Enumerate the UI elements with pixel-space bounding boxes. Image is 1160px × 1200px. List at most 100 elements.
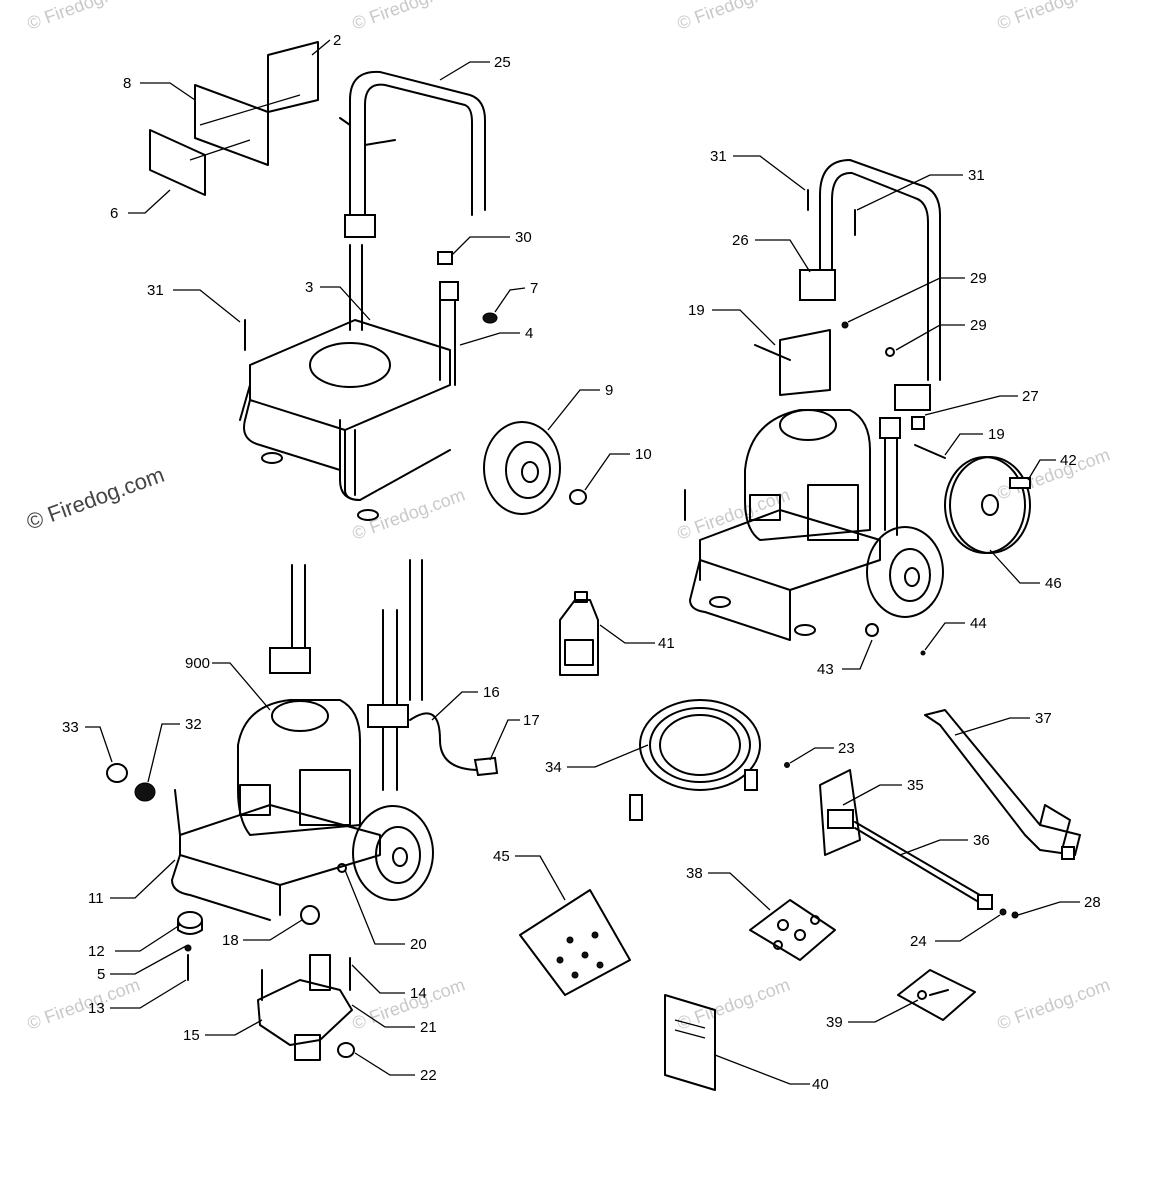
callout-25: 25	[494, 54, 511, 71]
spray-gun-37	[924, 709, 1081, 856]
bolt-19a	[754, 344, 791, 361]
connector-17	[473, 756, 499, 777]
callout-46: 46	[1045, 575, 1062, 592]
callout-7: 7	[530, 280, 538, 297]
callout-13: 13	[88, 1000, 105, 1017]
manual-40	[664, 994, 716, 1091]
callout-30: 30	[515, 229, 532, 246]
callout-27: 27	[1022, 388, 1039, 405]
bracket-26	[799, 269, 836, 301]
callout-15: 15	[183, 1027, 200, 1044]
hose-16	[409, 712, 481, 771]
callout-42: 42	[1060, 452, 1077, 469]
callout-24: 24	[910, 933, 927, 950]
handle-right	[819, 159, 941, 381]
watermark-mid-2: © Firedog.com	[675, 484, 793, 543]
part-7	[482, 312, 498, 324]
callout-28: 28	[1084, 894, 1101, 911]
callout-35: 35	[907, 777, 924, 794]
foot-12	[177, 911, 203, 929]
callout-10: 10	[635, 446, 652, 463]
label-35	[819, 769, 861, 856]
watermarks: © Firedog.com © Firedog.com © Firedog.co…	[23, 0, 1112, 1034]
callout-40: 40	[812, 1076, 829, 1093]
callout-4: 4	[525, 325, 533, 342]
callout-19-a: 19	[688, 302, 705, 319]
panel-8	[194, 84, 269, 166]
callout-16: 16	[483, 684, 500, 701]
callout-9: 9	[605, 382, 613, 399]
callout-26: 26	[732, 232, 749, 249]
callout-11: 11	[88, 890, 104, 907]
callout-3: 3	[305, 279, 313, 296]
watermark-top-3: © Firedog.com	[675, 0, 793, 34]
callout-17: 17	[523, 712, 540, 729]
callout-39: 39	[826, 1014, 843, 1031]
callout-6: 6	[110, 205, 118, 222]
callout-38: 38	[686, 865, 703, 882]
part-30	[437, 251, 453, 265]
callout-21: 21	[420, 1019, 437, 1036]
watermark-top-2: © Firedog.com	[350, 0, 468, 34]
callout-23: 23	[838, 740, 855, 757]
callout-31-left: 31	[147, 282, 164, 299]
callout-19-b: 19	[988, 426, 1005, 443]
parts-card-38	[749, 899, 836, 961]
parts-bag-45	[519, 889, 631, 996]
wheel-9	[483, 421, 561, 515]
callout-32: 32	[185, 716, 202, 733]
callout-14: 14	[410, 985, 427, 1002]
callout-43: 43	[817, 661, 834, 678]
leader-lines	[85, 39, 1080, 1085]
engine-top-right	[744, 409, 871, 541]
callout-31-right-b: 31	[968, 167, 985, 184]
hose-reel-46	[944, 456, 1026, 554]
watermark-bot-4: © Firedog.com	[995, 974, 1113, 1033]
callout-12: 12	[88, 943, 105, 960]
watermark-top-4: © Firedog.com	[995, 0, 1113, 34]
loose-parts	[519, 591, 1081, 1091]
callout-18: 18	[222, 932, 239, 949]
callout-31-right-a: 31	[710, 148, 727, 165]
part-33	[106, 763, 128, 783]
callout-34: 34	[545, 759, 562, 776]
card-39	[897, 969, 976, 1021]
callout-29-a: 29	[970, 270, 987, 287]
frame-body	[249, 319, 451, 431]
part-32	[134, 782, 156, 802]
oring-18	[300, 905, 320, 925]
cap-22	[337, 1042, 355, 1058]
panel-6	[149, 129, 206, 196]
callout-labels: 2 8 6 25 30 3 7 4 31 9 10 31 31 26 29 29…	[62, 32, 1101, 1093]
frame-assembly-top-left	[149, 41, 587, 521]
callout-22: 22	[420, 1067, 437, 1084]
callout-36: 36	[973, 832, 990, 849]
fitting-42	[1009, 477, 1031, 489]
callout-44: 44	[970, 615, 987, 632]
part-23	[784, 762, 790, 768]
callout-8: 8	[123, 75, 131, 92]
hose-coil-34	[639, 699, 761, 791]
callout-37: 37	[1035, 710, 1052, 727]
pump-assembly	[257, 979, 353, 1046]
callout-41: 41	[658, 635, 675, 652]
wand-36	[854, 821, 986, 899]
wheel-lower	[352, 805, 434, 901]
engine-assembly-bottom-left	[106, 559, 499, 1061]
cap-10	[569, 489, 587, 505]
callout-33: 33	[62, 719, 79, 736]
watermark-mid-3: © Firedog.com	[995, 444, 1113, 503]
callout-45: 45	[493, 848, 510, 865]
callout-2: 2	[333, 32, 341, 49]
watermark-bot-1: © Firedog.com	[25, 974, 143, 1033]
callout-900: 900	[185, 655, 210, 672]
handle-25	[349, 70, 486, 231]
cap-43	[865, 623, 879, 637]
callout-5: 5	[97, 966, 105, 983]
watermark-top-1: © Firedog.com	[25, 0, 143, 34]
watermark-bot-2: © Firedog.com	[350, 974, 468, 1033]
panel-2	[267, 41, 319, 113]
frame-assembly-top-right	[684, 159, 1031, 656]
part-27	[911, 416, 925, 430]
